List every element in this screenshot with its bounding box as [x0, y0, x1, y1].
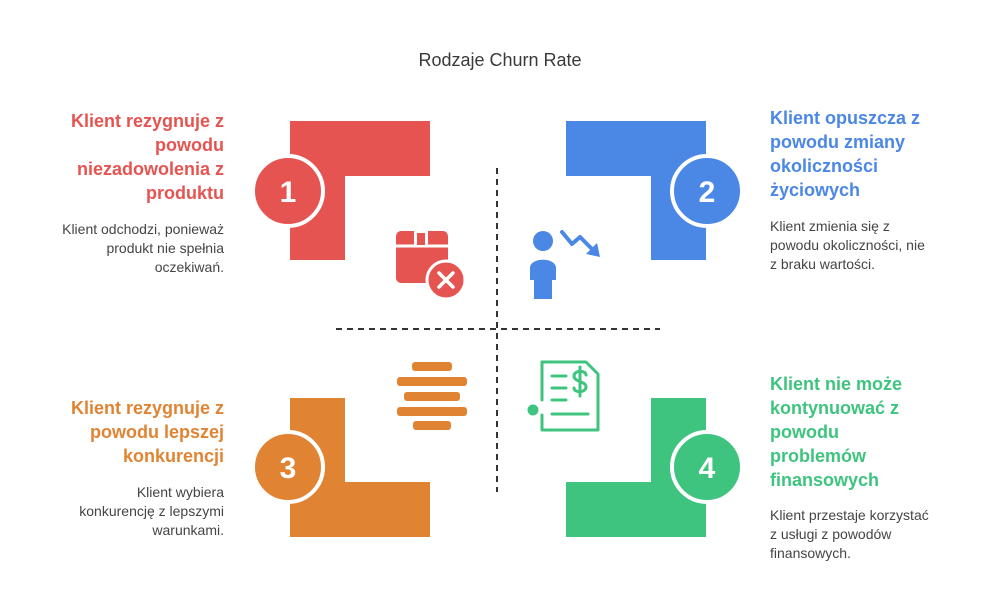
desc-line: z usługi z powodów: [770, 526, 892, 542]
quadrant-3-heading: Klient rezygnuje z powodu lepszej konkur…: [30, 396, 224, 468]
quadrant-3-description: Klient wybiera konkurencję z lepszymi wa…: [20, 483, 224, 540]
desc-line: powodu okoliczności, nie: [770, 237, 925, 253]
quadrant-4-shape: [566, 398, 706, 537]
quadrant-1-description: Klient odchodzi, ponieważ produkt nie sp…: [20, 220, 224, 277]
quadrant-3-badge: [251, 430, 325, 504]
quadrant-4-heading: Klient nie może kontynuować z powodu pro…: [770, 372, 980, 492]
quadrant-1-number: 1: [280, 176, 297, 209]
heading-line: finansowych: [770, 470, 880, 490]
quadrant-3-shape: [290, 398, 430, 537]
heading-line: niezadowolenia z: [76, 159, 224, 179]
quadrant-4-badge: [670, 430, 744, 504]
desc-line: Klient odchodzi, ponieważ: [62, 221, 224, 237]
heading-line: powodu: [155, 135, 224, 155]
heading-line: powodu zmiany: [770, 132, 905, 152]
desc-line: z braku wartości.: [770, 256, 876, 272]
heading-line: życiowych: [770, 180, 861, 200]
heading-line: powodu lepszej: [89, 422, 224, 442]
quadrant-2-heading: Klient opuszcza z powodu zmiany okoliczn…: [770, 106, 980, 202]
heading-line: Klient opuszcza z: [770, 108, 921, 128]
heading-line: Klient rezygnuje z: [70, 398, 224, 418]
desc-line: Klient przestaje korzystać: [770, 507, 929, 523]
quadrant-1-heading: Klient rezygnuje z powodu niezadowolenia…: [30, 109, 224, 205]
desc-line: Klient zmienia się z: [770, 218, 890, 234]
quadrant-2-shape: [566, 121, 706, 260]
diagram-title: Rodzaje Churn Rate: [418, 50, 582, 70]
quadrant-1-shape: [290, 121, 430, 260]
heading-line: okoliczności: [770, 156, 879, 176]
desc-line: konkurencję z lepszymi: [79, 503, 224, 519]
desc-line: produkt nie spełnia: [106, 240, 224, 256]
heading-line: problemów: [770, 446, 867, 466]
heading-line: Klient nie może: [770, 374, 903, 394]
heading-line: produktu: [146, 183, 224, 203]
quadrant-4-number: 4: [699, 452, 716, 485]
desc-line: warunkami.: [152, 522, 224, 538]
heading-line: Klient rezygnuje z: [70, 111, 224, 131]
person-trend-down-icon: [530, 230, 600, 299]
desc-line: Klient wybiera: [136, 484, 224, 500]
quadrant-4-description: Klient przestaje korzystać z usługi z po…: [770, 506, 980, 563]
align-center-bars-icon: [397, 362, 467, 430]
heading-line: kontynuować z: [770, 398, 900, 418]
quadrant-3-number: 3: [280, 452, 297, 485]
desc-line: oczekiwań.: [154, 259, 224, 275]
heading-line: powodu: [770, 422, 839, 442]
package-x-icon: [396, 231, 467, 301]
quadrant-2-number: 2: [699, 176, 716, 209]
invoice-dollar-icon: [527, 360, 600, 432]
quadrant-1-badge: [251, 154, 325, 228]
desc-line: finansowych.: [770, 545, 851, 561]
quadrant-2-description: Klient zmienia się z powodu okoliczności…: [770, 217, 980, 274]
quadrant-2-badge: [670, 154, 744, 228]
heading-line: konkurencji: [122, 446, 224, 466]
